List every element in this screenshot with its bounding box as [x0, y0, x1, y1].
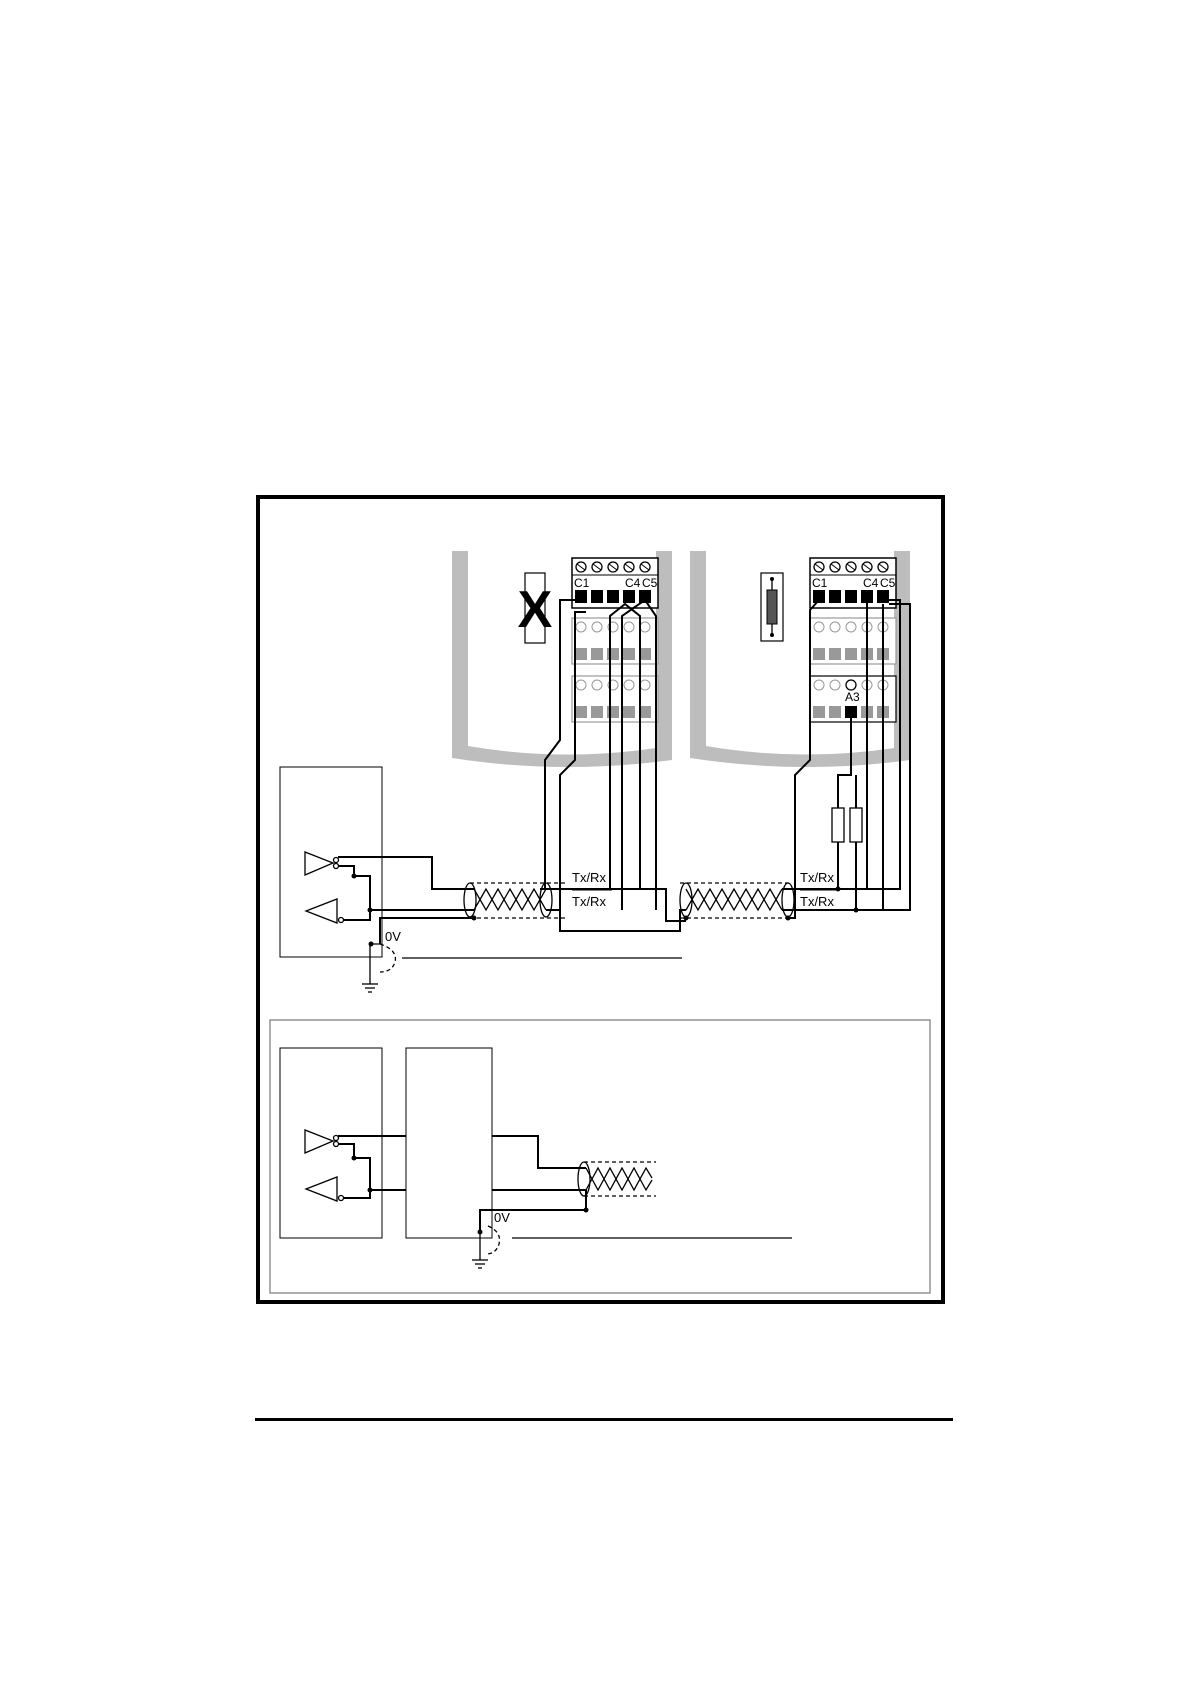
host-wiring: 0V: [338, 857, 682, 992]
bias-resistor-2: [850, 808, 862, 842]
cable2-txrx-inv-label: Tx/Rx: [800, 894, 834, 909]
bias-resistor-1: [832, 808, 844, 842]
cable2-txrx-label: Tx/Rx: [800, 870, 834, 885]
drive-right: C1 C4 C5 A3: [690, 551, 910, 842]
terminal-c5-right-label: C5: [880, 576, 896, 590]
terminal-block-a: [572, 676, 658, 722]
host-controller: [280, 767, 382, 957]
terminal-c1-right-label: C1: [812, 576, 828, 590]
inset-host: [280, 1048, 382, 1238]
cable-segment-1: Tx/Rx Tx/Rx: [464, 870, 612, 918]
inset-0v-label: 0V: [494, 1210, 510, 1225]
cable1-txrx-inv-label: Tx/Rx: [572, 894, 606, 909]
cable1-txrx-label: Tx/Rx: [572, 870, 606, 885]
terminal-c4-right-label: C4: [863, 576, 879, 590]
termination-resistor-enabled: [761, 573, 783, 641]
terminal-a3-label: A3: [845, 690, 860, 704]
terminal-c5-label: C5: [642, 576, 658, 590]
terminal-block-b: [572, 618, 658, 664]
terminal-c4-label: C4: [625, 576, 641, 590]
cable-segment-2: Tx/Rx Tx/Rx: [680, 870, 840, 921]
host-0v-label: 0V: [385, 929, 401, 944]
terminal-c1-label: C1: [574, 576, 590, 590]
page-footer-rule: [255, 1418, 953, 1421]
termination-disabled-marker: X: [518, 581, 553, 639]
